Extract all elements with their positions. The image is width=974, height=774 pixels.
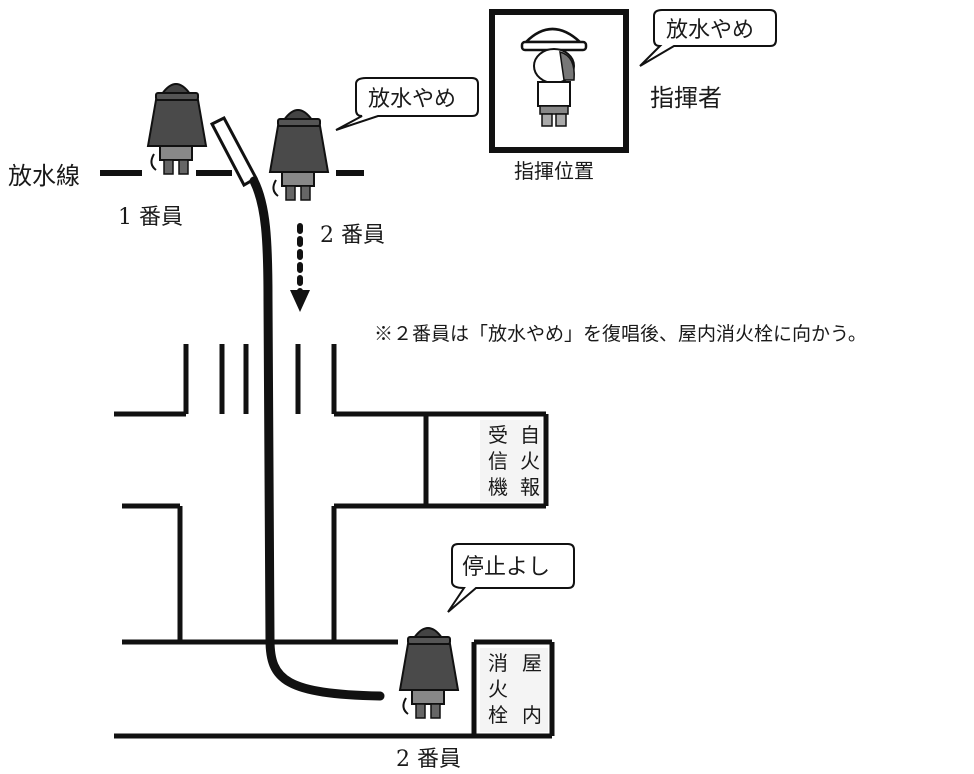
fire-alarm-receiver-label: 自 火 報 受 信 機 (488, 423, 540, 499)
member2-bottom-label: 2 番員 (396, 747, 461, 772)
member2-top-label: 2 番員 (320, 223, 385, 248)
hydrant-char: 屋 (522, 651, 542, 675)
fire-alarm-receiver-box (480, 420, 542, 502)
note-text: ※２番員は「放水やめ」を復唱後、屋内消火栓に向かう。 (374, 323, 867, 345)
hydrant-char: 内 (522, 703, 542, 727)
firefighter-member2-top-icon (268, 109, 330, 201)
hose-line (249, 176, 385, 701)
speech-bubble-member2-bottom: 停止よし (447, 543, 575, 613)
speech-member2-top-text: 放水やめ (368, 87, 456, 112)
speech-commander-text: 放水やめ (666, 18, 754, 43)
commander-label: 指揮者 (650, 84, 722, 112)
fire-alarm-char: 機 (488, 475, 508, 499)
indoor-hydrant-box (480, 648, 548, 732)
commander-icon (520, 27, 588, 127)
command-position-box (489, 9, 629, 153)
movement-arrowhead-icon (290, 290, 310, 312)
fire-alarm-char: 火 (520, 449, 540, 473)
speech-bubble-commander: 放水やめ (639, 9, 777, 67)
firefighter-member2-bottom-icon (398, 627, 460, 719)
speech-member2-bottom-text: 停止よし (462, 555, 550, 580)
firefighter-member1-icon (146, 83, 208, 175)
water-line-label: 放水線 (8, 162, 80, 190)
member1-label: 1 番員 (118, 205, 183, 230)
building-plan (114, 344, 555, 739)
speech-bubble-member2-top: 放水やめ (335, 77, 479, 131)
fire-alarm-char: 自 (520, 423, 540, 447)
hydrant-char: 消 (488, 651, 508, 675)
hydrant-char: 火 (488, 677, 508, 701)
hydrant-char: 栓 (488, 703, 508, 727)
indoor-hydrant-label: 屋 内 消 火 栓 (488, 651, 542, 727)
fire-alarm-char: 報 (520, 475, 540, 499)
fire-alarm-char: 受 (488, 423, 508, 447)
fire-alarm-char: 信 (488, 449, 508, 473)
command-position-label: 指揮位置 (514, 159, 594, 183)
